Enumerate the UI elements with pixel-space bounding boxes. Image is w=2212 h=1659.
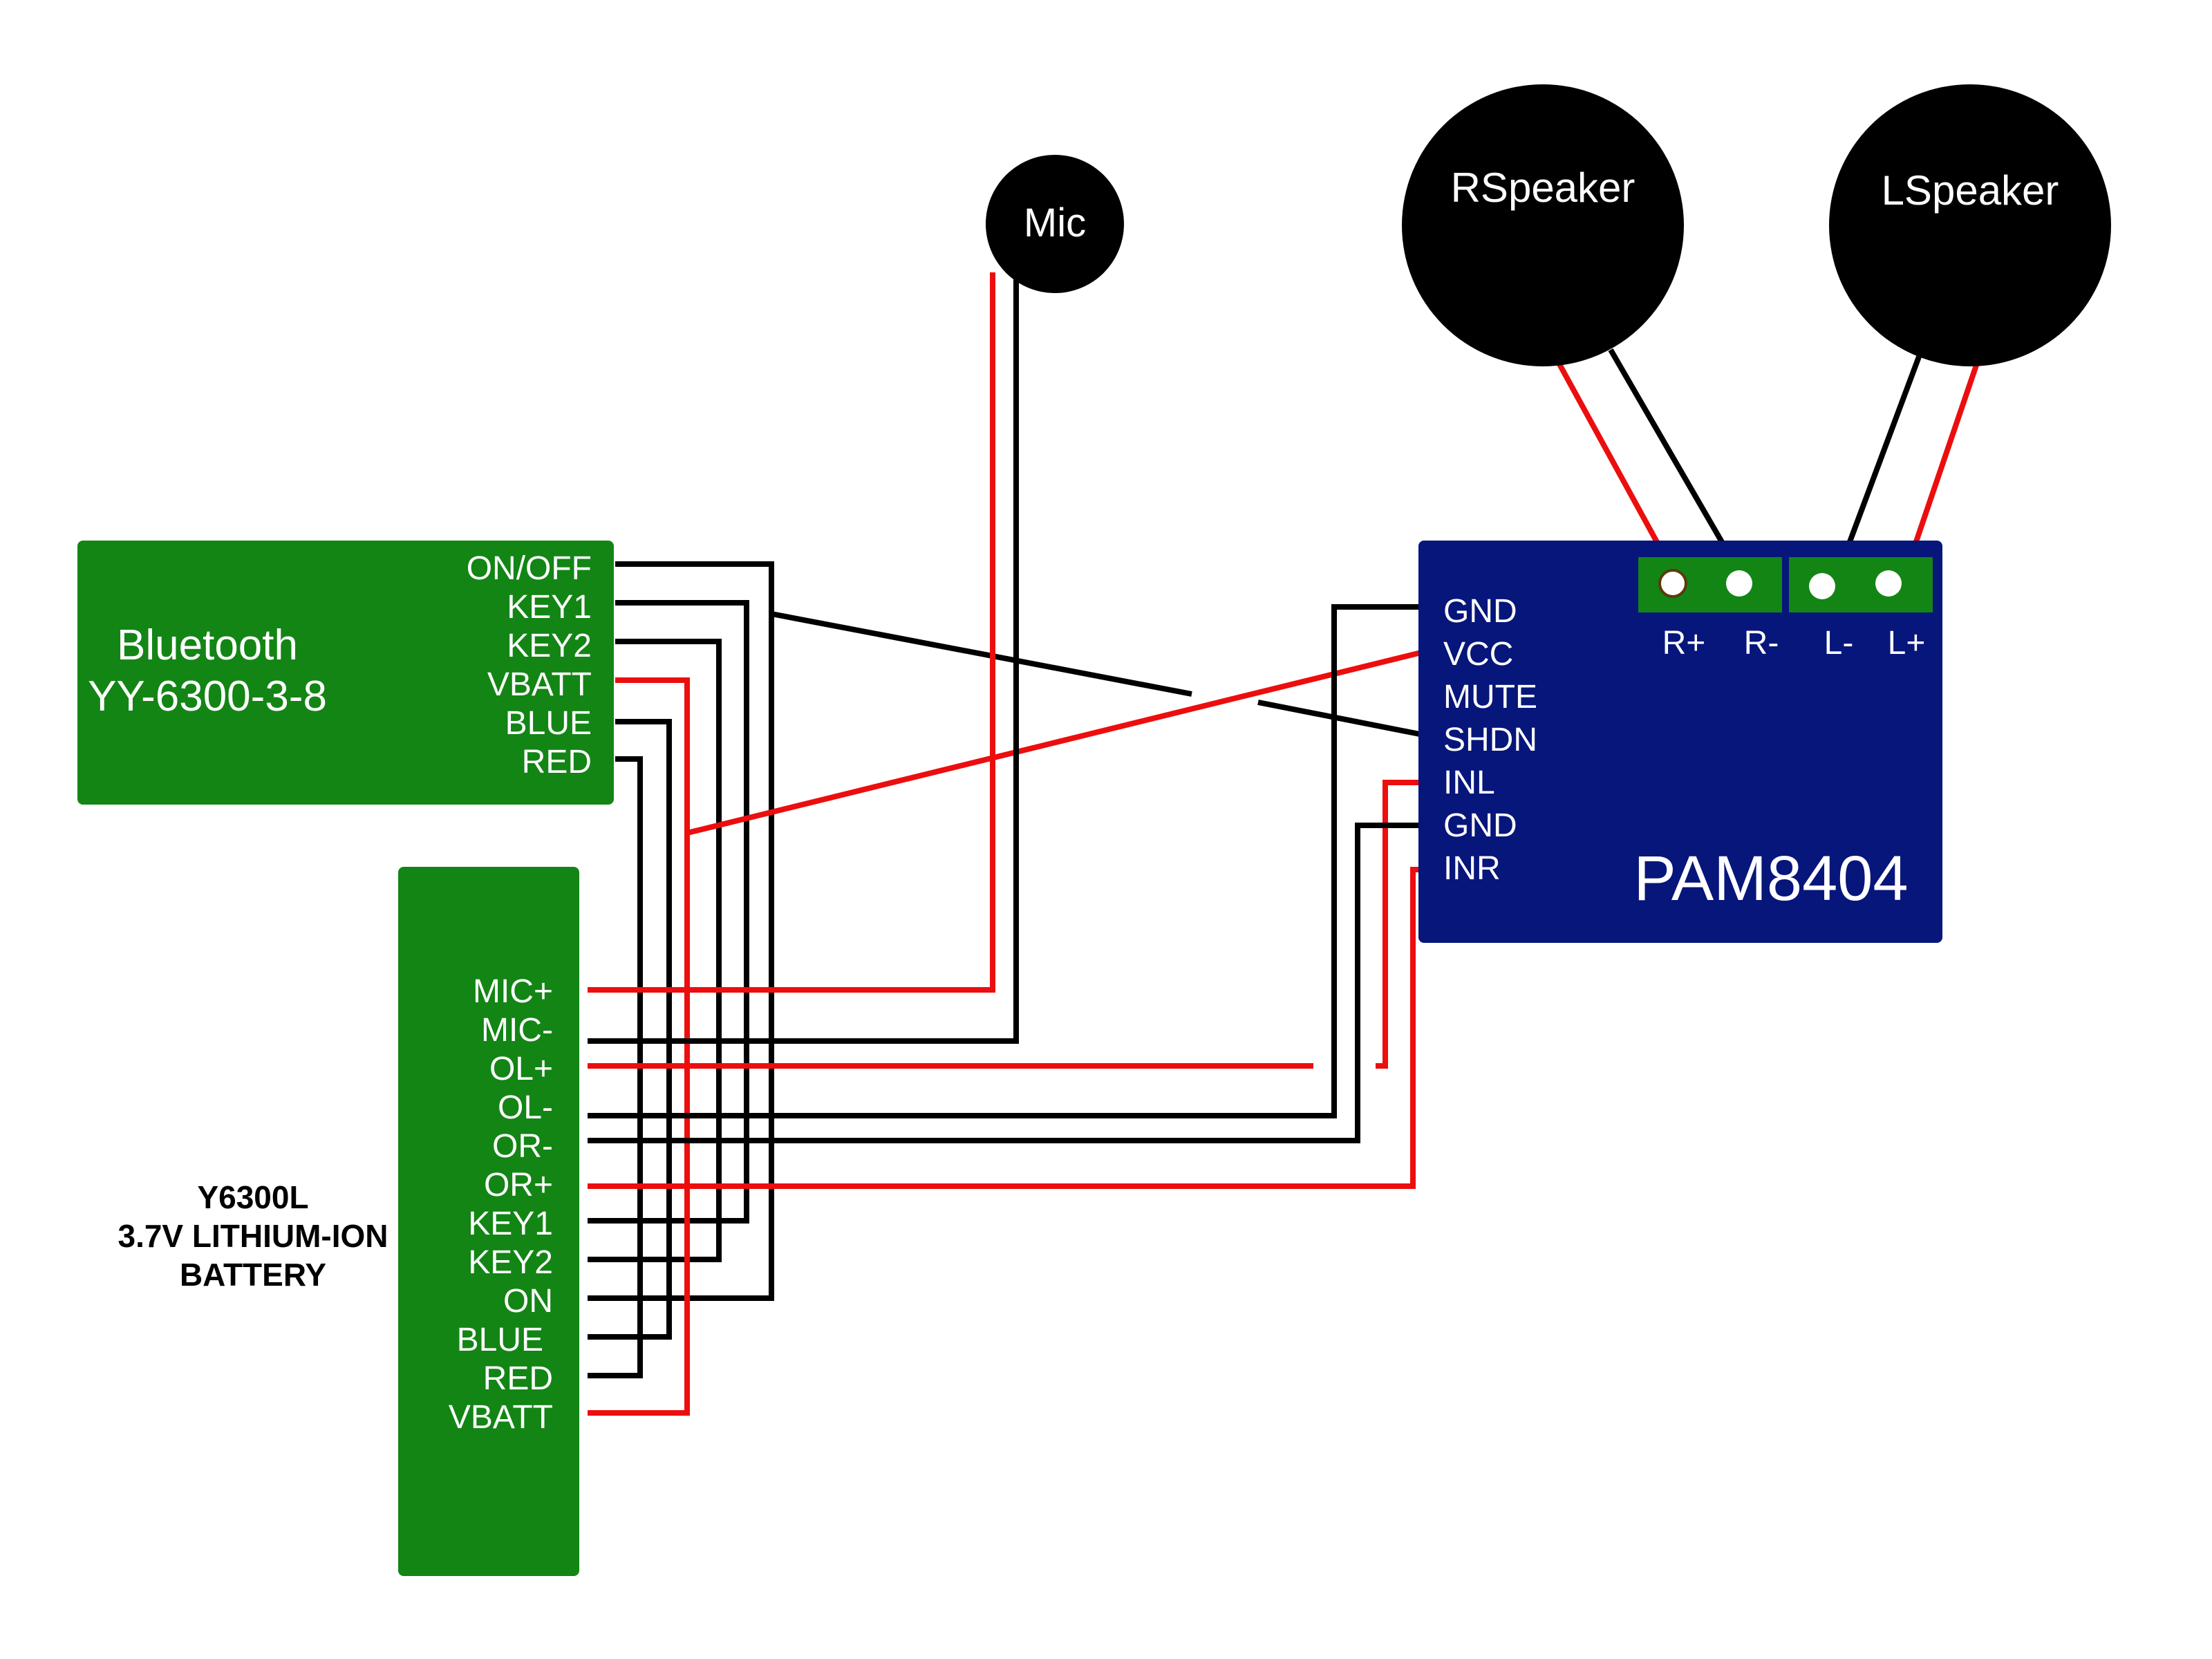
batt-pin: BLUE — [457, 1322, 543, 1358]
wire-bt-key2-to-batt-key2 — [588, 639, 722, 1262]
terminal-label: L- — [1824, 625, 1854, 662]
wire-olplus-to-inl-b — [1376, 780, 1427, 1069]
battery-board — [398, 867, 579, 1576]
amp-pin: SHDN — [1443, 722, 1537, 758]
wire-vbatt-to-amp-vcc — [686, 648, 1427, 836]
amplifier-board — [1418, 541, 1942, 943]
batt-pin: ON — [503, 1283, 553, 1320]
batt-pin: RED — [483, 1360, 553, 1397]
wires — [588, 272, 1985, 1416]
wire-orminus-to-gnd — [588, 823, 1427, 1143]
left-speaker-label: LSpeaker — [1882, 167, 2059, 214]
batt-pin: VBATT — [449, 1399, 553, 1436]
amp-pin: GND — [1443, 593, 1517, 630]
bluetooth-board — [77, 541, 614, 805]
battery-title: Y6300L — [197, 1179, 308, 1215]
terminal-label: L+ — [1888, 625, 1926, 662]
bluetooth-model: YY-6300-3-8 — [88, 673, 327, 720]
amp-pin: GND — [1443, 807, 1517, 844]
bt-pin: BLUE — [505, 705, 592, 742]
bt-pin: RED — [522, 744, 592, 780]
right-speaker-label: RSpeaker — [1451, 165, 1635, 211]
right-speaker: RSpeaker — [1402, 84, 1684, 366]
batt-pin: MIC- — [481, 1012, 553, 1049]
batt-pin: KEY2 — [468, 1244, 553, 1281]
amplifier-title: PAM8404 — [1633, 843, 1908, 914]
terminal-screw-rminus — [1726, 570, 1752, 597]
bt-pin: ON/OFF — [467, 550, 592, 587]
wire-mic-plus — [588, 272, 995, 993]
wire-onoff-to-amp-shdn-a — [771, 611, 1192, 697]
left-speaker-body — [1829, 84, 2111, 366]
battery-voltage: 3.7V LITHIUM-ION — [118, 1218, 388, 1254]
amp-pin: INR — [1443, 850, 1501, 887]
terminal-screw-lminus — [1809, 573, 1835, 599]
batt-pin: KEY1 — [468, 1206, 553, 1242]
bt-pin: KEY2 — [507, 628, 592, 664]
mic-label: Mic — [1024, 200, 1086, 245]
batt-pin: OR- — [492, 1128, 553, 1165]
bt-pin: VBATT — [487, 666, 592, 703]
terminal-screw-lplus — [1875, 570, 1902, 597]
amp-pin: VCC — [1443, 636, 1513, 673]
batt-pin: MIC+ — [473, 973, 553, 1010]
amp-pin: INL — [1443, 765, 1495, 801]
terminal-label: R- — [1744, 625, 1779, 662]
wire-bt-vbatt-to-batt-vbatt — [588, 677, 690, 1416]
bt-pin: KEY1 — [507, 589, 592, 626]
terminal-screw-rplus — [1658, 569, 1687, 598]
bluetooth-title: Bluetooth — [117, 621, 298, 669]
terminal-label: R+ — [1662, 625, 1706, 662]
battery-module: Y6300L 3.7V LITHIUM-ION BATTERY MIC+ MIC… — [118, 867, 579, 1576]
mic-body — [986, 155, 1124, 293]
wire-olminus-to-gnd — [588, 604, 1427, 1118]
bluetooth-module: Bluetooth YY-6300-3-8 ON/OFF KEY1 KEY2 V… — [77, 541, 614, 805]
wire-mic-minus — [588, 272, 1019, 1044]
wire-bt-blue-to-batt-blue — [588, 719, 672, 1340]
wire-bt-onoff-to-batt-on — [588, 561, 774, 1301]
wire-onoff-to-amp-shdn-b — [1257, 700, 1427, 738]
batt-pin: OL- — [498, 1089, 553, 1126]
amplifier-module: R+ R- L- L+ GND VCC MUTE SHDN INL GND IN… — [1418, 541, 1942, 943]
mic: Mic — [986, 155, 1124, 293]
right-speaker-body — [1402, 84, 1684, 366]
battery-type: BATTERY — [180, 1257, 326, 1293]
amp-pin: MUTE — [1443, 679, 1537, 715]
batt-pin: OR+ — [484, 1167, 553, 1203]
batt-pin: OL+ — [489, 1051, 553, 1087]
left-speaker: LSpeaker — [1829, 84, 2111, 366]
